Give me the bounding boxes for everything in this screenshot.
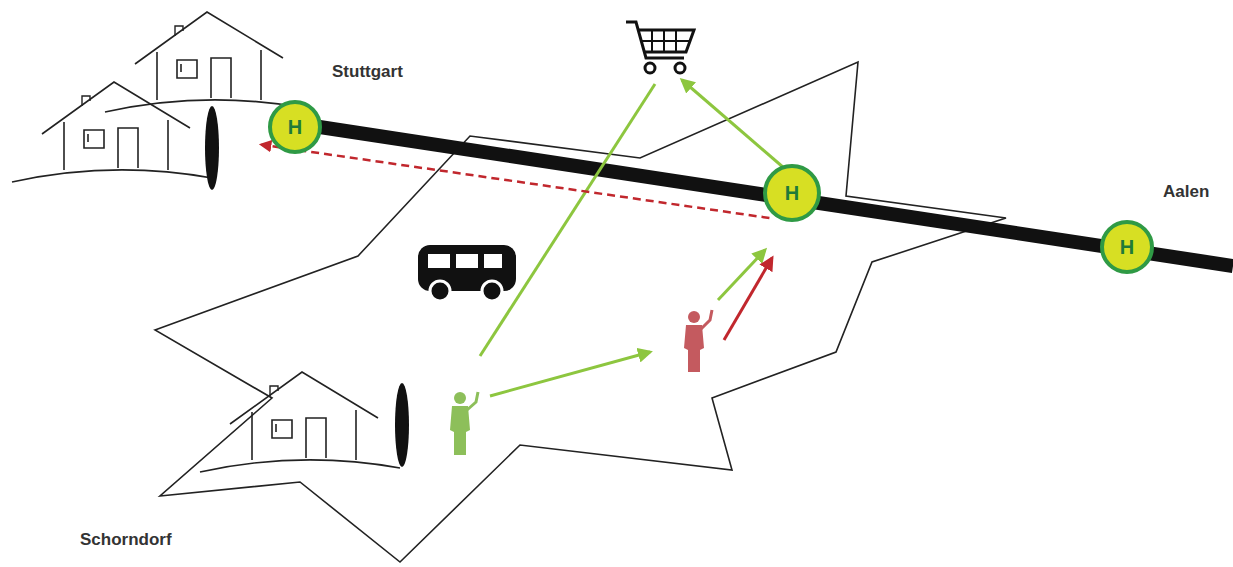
house — [12, 82, 212, 182]
person-green — [450, 392, 478, 455]
cypress-tree — [205, 106, 219, 190]
place-name: Schorndorf — [80, 530, 172, 550]
person-red — [684, 310, 712, 372]
trip-arrow — [682, 80, 784, 168]
trip-line — [480, 84, 655, 356]
place-name: Aalen — [1163, 182, 1209, 202]
railway-line — [300, 124, 1233, 266]
dashed-route-arrow — [261, 145, 769, 218]
region-outline — [155, 62, 1006, 562]
trip-arrow — [718, 250, 765, 300]
house — [200, 372, 400, 472]
bus-icon — [418, 245, 516, 301]
stop-circle: H — [763, 164, 821, 222]
cypress-tree — [395, 383, 409, 467]
stop-letter: H — [1120, 237, 1134, 257]
stop-letter: H — [288, 117, 302, 137]
trip-arrow — [490, 352, 650, 396]
shopping-cart — [626, 22, 694, 73]
stop-letter: H — [785, 183, 799, 203]
house — [105, 12, 305, 112]
stop-circle: H — [1100, 220, 1154, 274]
stop-circle: H — [268, 100, 322, 154]
trip-arrow — [724, 258, 772, 340]
place-name: Stuttgart — [332, 62, 403, 82]
